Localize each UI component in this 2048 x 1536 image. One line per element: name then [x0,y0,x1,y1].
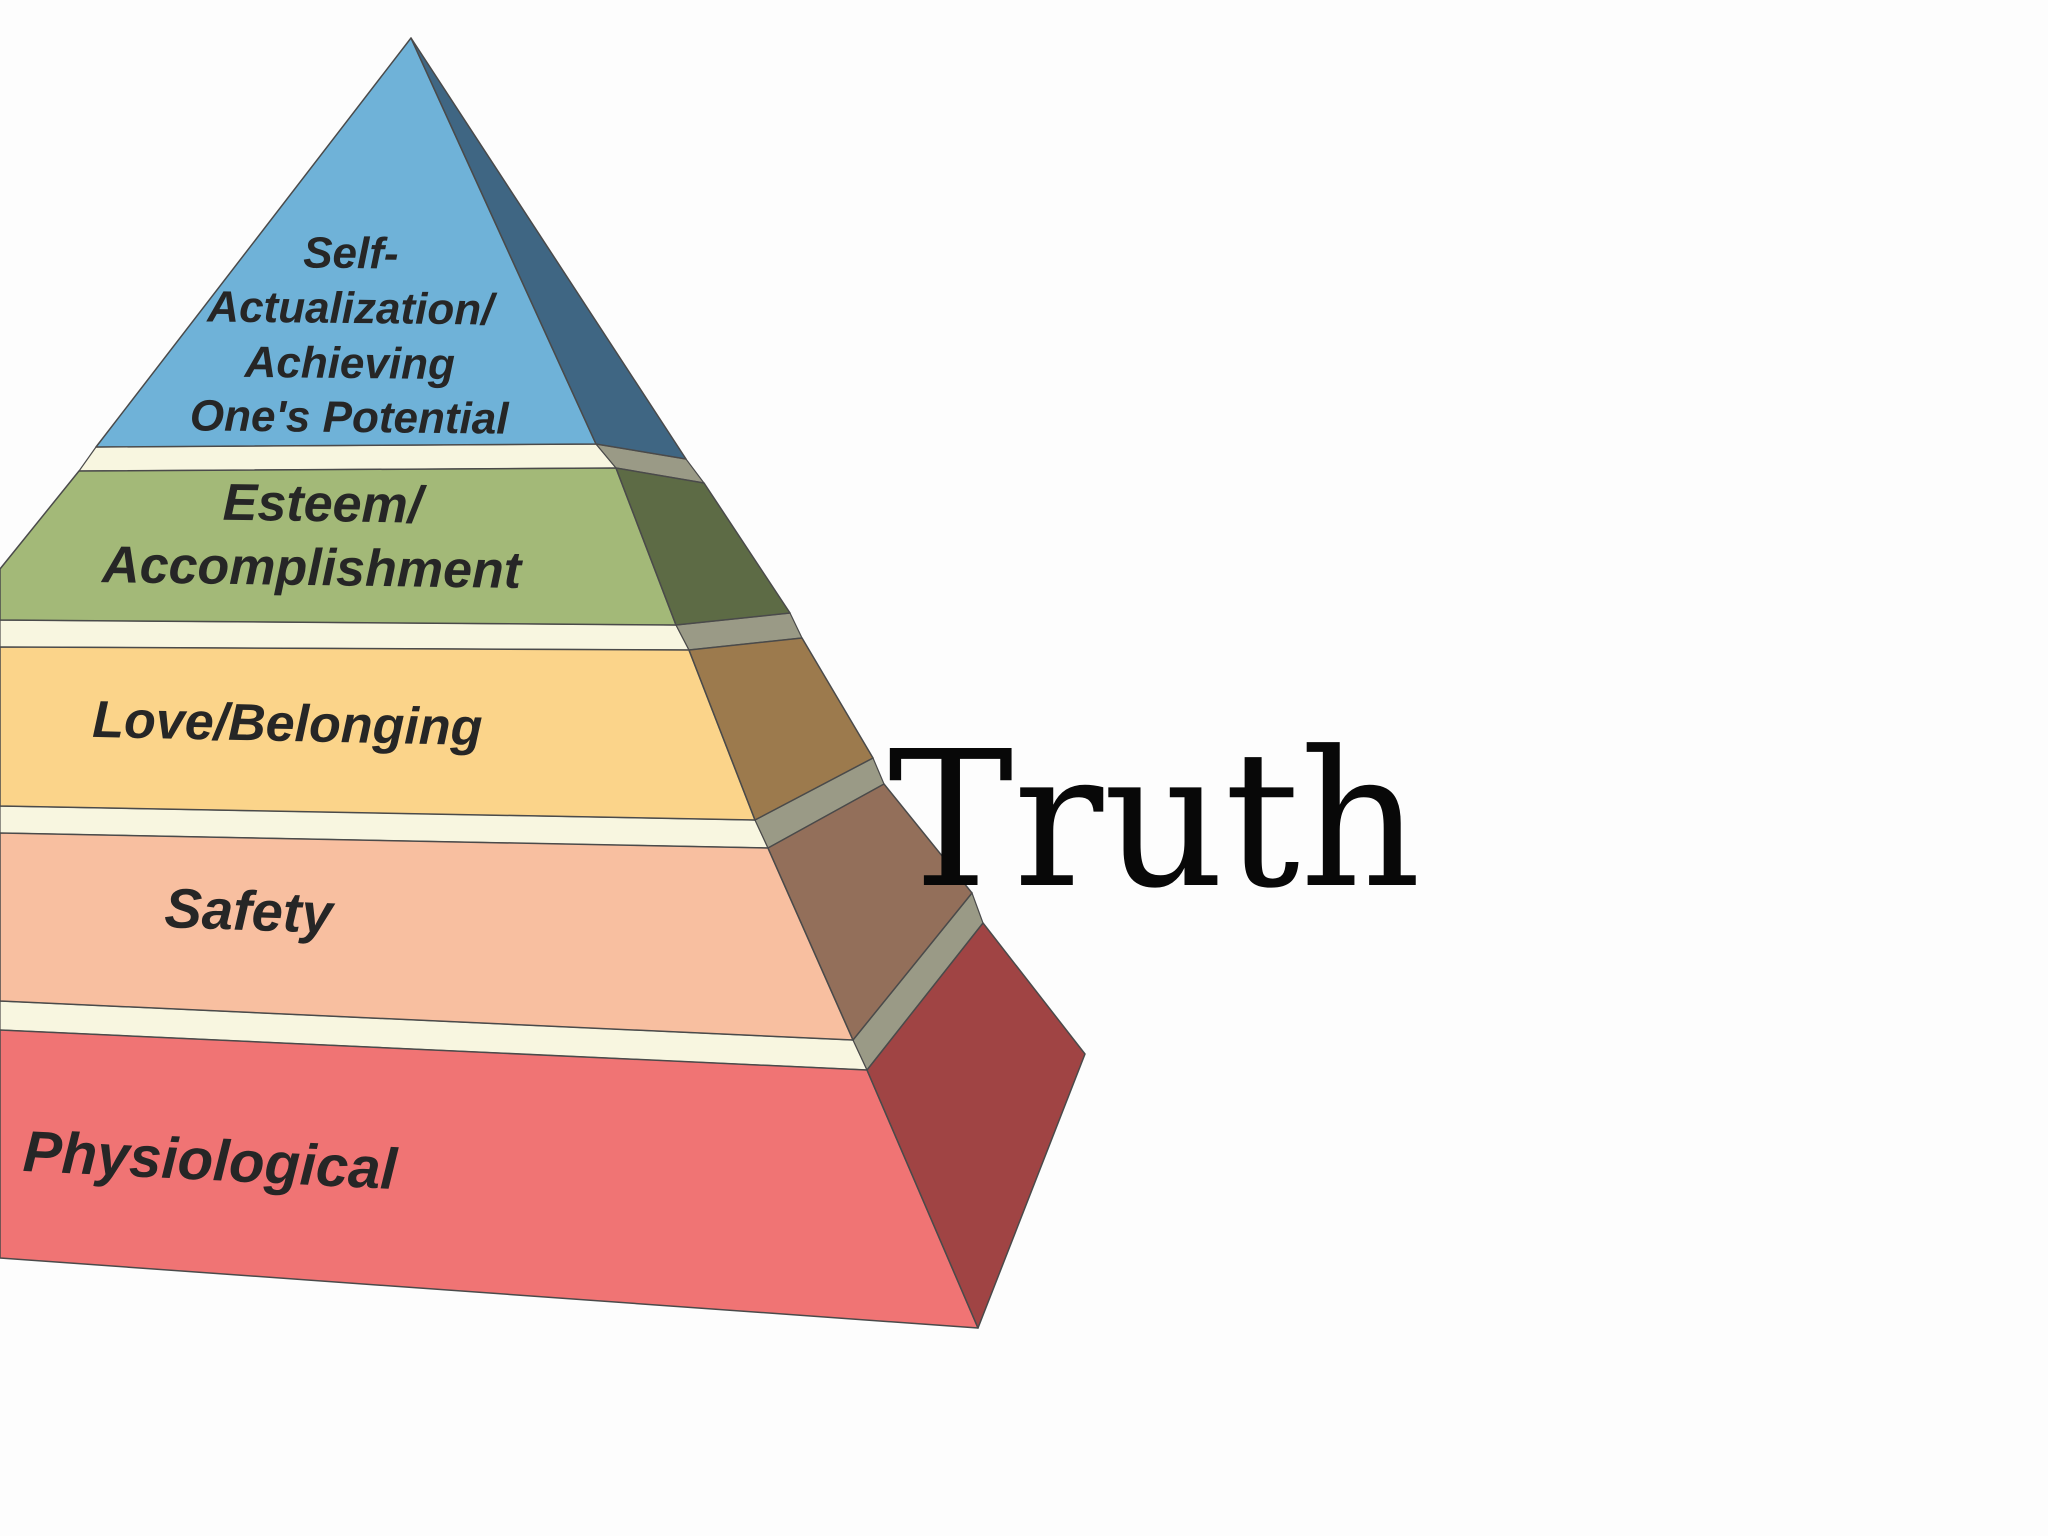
separator-1-front [77,443,618,472]
level-esteem-side [615,467,791,626]
label-self-actualization-line-1: Self- [303,229,399,279]
label-love-belonging: Love/Belonging [92,691,483,757]
level-physiological-side [866,922,1086,1329]
label-self-actualization-line-3: Achieving [243,338,455,389]
overlay-word: Truth [888,711,1421,930]
level-self-actualization-side [410,37,687,460]
level-esteem-front [0,467,677,626]
label-self-actualization-line-4: One's Potential [190,391,510,443]
label-esteem-line-2: Accomplishment [100,536,524,600]
label-safety: Safety [164,876,337,945]
label-esteem-line-1: Esteem/ [222,474,428,535]
level-safety-side [767,783,973,1041]
label-self-actualization-line-2: Actualization/ [206,282,498,334]
level-love-belonging-side [688,637,874,821]
